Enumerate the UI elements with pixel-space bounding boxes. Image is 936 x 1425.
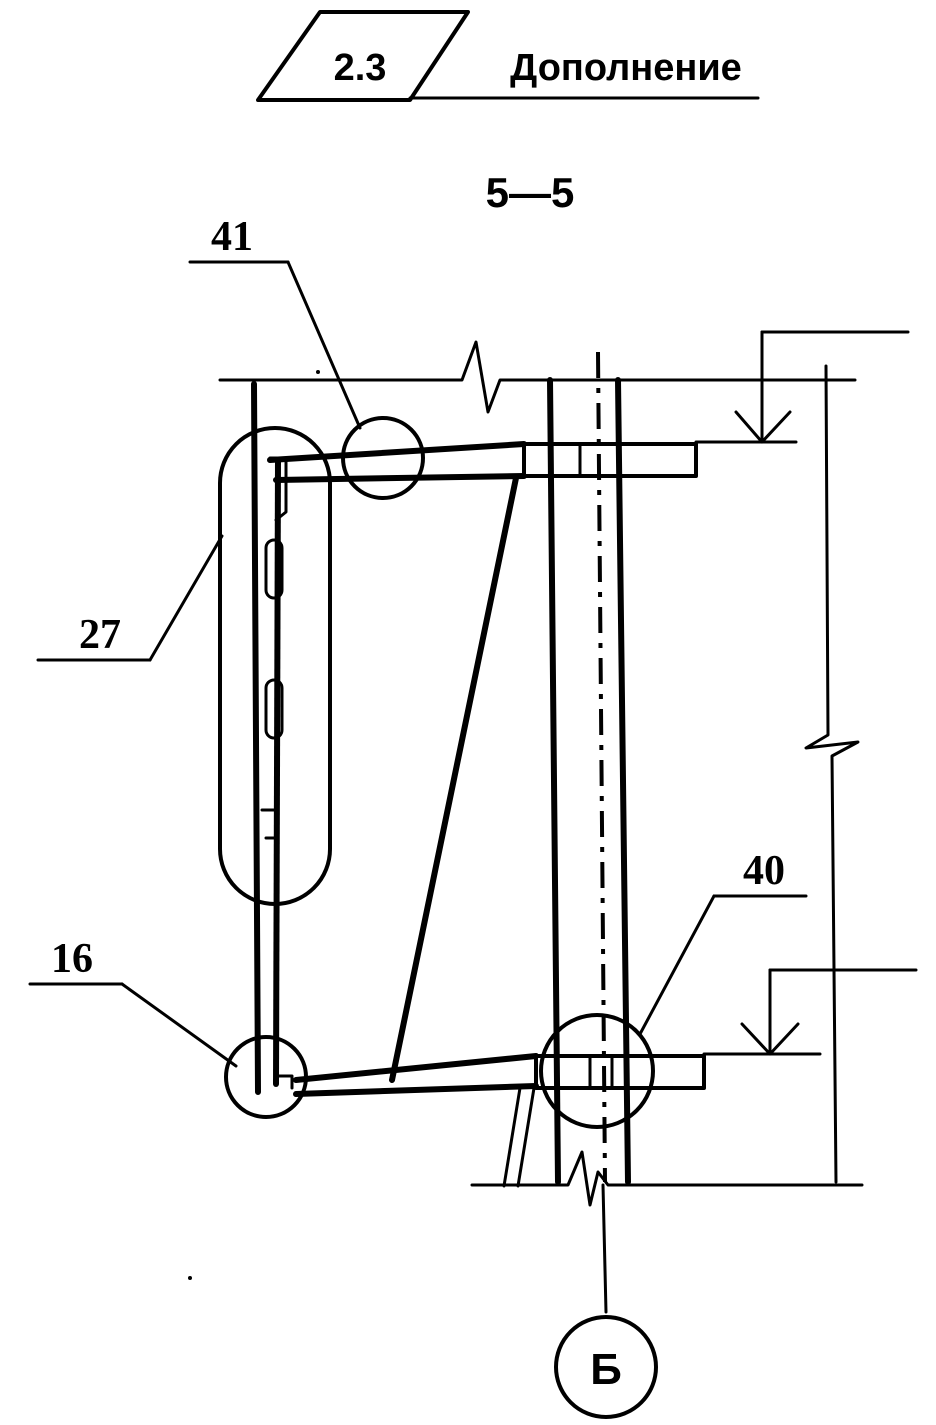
hanger-assembly xyxy=(218,381,332,1095)
callout-41: 41 xyxy=(188,214,362,430)
scan-speck-1 xyxy=(316,370,320,374)
callout-27: 27 xyxy=(36,534,224,662)
scan-speck-2 xyxy=(188,1276,192,1280)
section-number-box xyxy=(256,10,470,102)
section-header: 2.3 Дополнение xyxy=(256,10,760,102)
detail-circle-16 xyxy=(224,1035,308,1119)
callout-16: 16 xyxy=(28,936,238,1068)
upper-beam-top xyxy=(267,441,527,463)
lower-hook xyxy=(260,808,280,840)
column-center-axis xyxy=(596,351,607,1183)
callout-41-leader xyxy=(286,260,362,430)
lower-beam-top xyxy=(293,1053,539,1083)
link-1 xyxy=(264,538,284,600)
reference-marker-label: Б xyxy=(590,1345,622,1394)
bottom-slab xyxy=(470,1150,864,1207)
callout-40-leader xyxy=(638,894,716,1036)
link-2 xyxy=(264,678,284,740)
diagonal-strut xyxy=(389,475,519,1083)
hanger-rod-right xyxy=(273,457,281,1087)
top-slab-line xyxy=(218,340,857,414)
column-right-edge xyxy=(615,377,631,1185)
bottom-hook xyxy=(274,1074,294,1090)
reference-leader xyxy=(601,1183,608,1314)
callout-16-leader xyxy=(120,982,238,1068)
lower-beam-plate xyxy=(534,1054,706,1090)
lower-strut-1 xyxy=(502,1086,522,1188)
detail-circle-41 xyxy=(341,416,425,500)
section-number: 2.3 xyxy=(334,47,387,89)
lower-strut-2 xyxy=(516,1086,536,1188)
elevation-marks xyxy=(694,330,918,1184)
detail-circle-40 xyxy=(539,1013,655,1129)
hanger-rod-left xyxy=(251,381,261,1095)
callout-27-leader xyxy=(148,534,224,662)
section-view-label: 5—5 xyxy=(486,169,575,216)
bottom-slab-line xyxy=(470,1150,864,1207)
callout-41-label: 41 xyxy=(211,214,253,260)
callout-27-label: 27 xyxy=(79,612,121,658)
callout-40: 40 xyxy=(638,848,808,1036)
top-bracket-hook xyxy=(268,456,288,522)
upper-beam-plate xyxy=(522,442,698,478)
section-title: Дополнение xyxy=(510,47,742,89)
vertical-dimension-line xyxy=(804,364,860,1184)
upper-beam-bottom xyxy=(273,473,527,483)
reference-marker-circle xyxy=(554,1315,658,1419)
lower-bracket xyxy=(293,1053,706,1188)
lower-beam-bottom xyxy=(293,1083,539,1097)
column-left-edge xyxy=(547,377,561,1185)
callout-16-label: 16 xyxy=(51,936,93,982)
upper-bracket xyxy=(267,441,698,1083)
callout-40-label: 40 xyxy=(743,848,785,894)
column xyxy=(547,351,631,1185)
top-slab xyxy=(218,340,857,414)
